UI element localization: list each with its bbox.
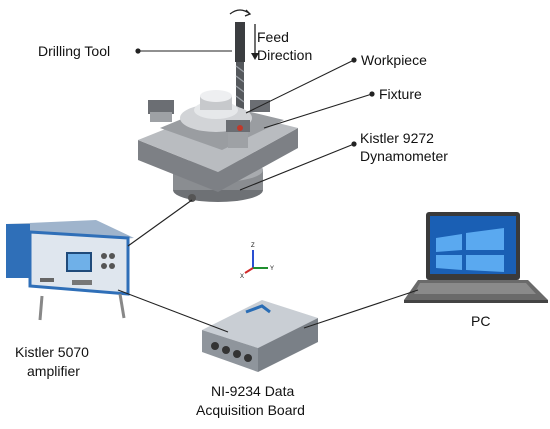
- dynamometer-leader: [239, 143, 355, 191]
- daq-label-line1: NI-9234 Data: [211, 383, 294, 399]
- connection-lines: [117, 48, 419, 333]
- feed-direction-label-line1: Feed: [257, 29, 289, 45]
- dynamometer-to-amplifier-cable: [127, 199, 193, 247]
- fixture-assembly: [138, 90, 298, 202]
- drilling-tool-label: Drilling Tool: [38, 43, 110, 59]
- fixture-leader: [263, 93, 373, 129]
- dynamometer-label-line2: Dynamometer: [360, 148, 448, 164]
- amplifier-label-line2: amplifier: [27, 363, 80, 379]
- dynamometer-connector: [188, 194, 196, 202]
- workpiece-leader: [245, 59, 355, 114]
- feed-direction-label-line2: Direction: [257, 47, 312, 63]
- axis-y-label: Y: [270, 266, 274, 272]
- labels: Drilling Tool Feed Direction Workpiece F…: [15, 29, 490, 418]
- amplifier-label-line1: Kistler 5070: [15, 344, 89, 360]
- amplifier-to-daq-cable: [117, 289, 229, 333]
- amplifier-device: [6, 220, 134, 321]
- axis-x-label: X: [240, 274, 244, 280]
- daq-to-pc-cable: [303, 289, 419, 329]
- fixture-label: Fixture: [379, 86, 422, 102]
- daq-device: [202, 300, 318, 372]
- pc-label: PC: [471, 313, 490, 329]
- coordinate-axes: Z Y X: [240, 243, 274, 280]
- windows-logo-icon: [436, 228, 504, 272]
- dynamometer-label-line1: Kistler 9272: [360, 130, 434, 146]
- axis-z-label: Z: [251, 243, 255, 249]
- feed-arrow-icon: [251, 53, 259, 60]
- laptop-pc: [404, 212, 548, 303]
- workpiece-label: Workpiece: [361, 52, 427, 68]
- daq-label-line2: Acquisition Board: [196, 402, 305, 418]
